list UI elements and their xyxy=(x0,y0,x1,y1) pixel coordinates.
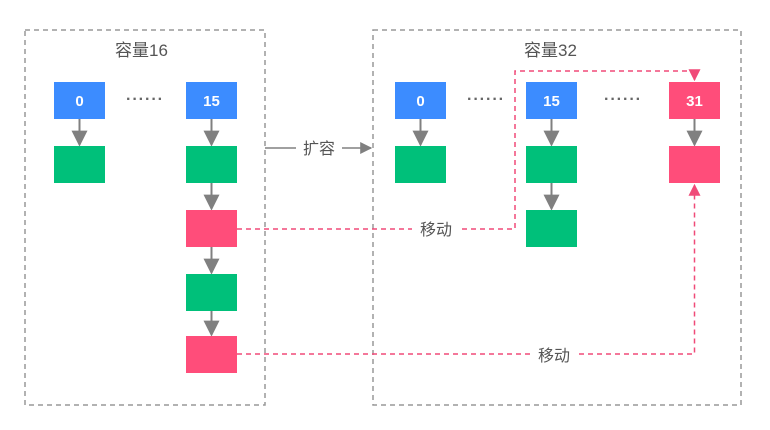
right-bucket-15-label: 15 xyxy=(543,93,560,110)
right-bucket-31 xyxy=(669,82,720,119)
right-group-box xyxy=(372,29,742,406)
move-label-2-bg xyxy=(530,344,578,366)
right-ellipsis-1: ······ xyxy=(467,91,505,108)
right-bucket-0 xyxy=(395,82,446,119)
move-path-1 xyxy=(237,69,701,230)
right-bucket-31-label: 31 xyxy=(686,93,703,110)
left-bucket-15-node-1 xyxy=(186,146,237,183)
left-bucket-0-label: 0 xyxy=(75,93,83,110)
left-bucket-15-node-4-moved xyxy=(186,336,237,373)
left-bucket-15 xyxy=(186,82,237,119)
right-bucket-0-node xyxy=(395,146,446,183)
resize-label: 扩容 xyxy=(303,140,335,158)
left-group-title: 容量16 xyxy=(115,41,168,60)
right-bucket-15-node-1 xyxy=(526,146,577,183)
move-label-1-bg xyxy=(412,218,460,240)
left-bucket-0 xyxy=(54,82,105,119)
move-path-2 xyxy=(237,183,701,355)
left-bucket-15-node-3 xyxy=(186,274,237,311)
left-bucket-15-node-2-moved xyxy=(186,210,237,247)
right-ellipsis-2: ······ xyxy=(604,91,642,108)
move-label-1: 移动 xyxy=(420,221,452,239)
left-bucket-0-node xyxy=(54,146,105,183)
right-bucket-15-node-2 xyxy=(526,210,577,247)
right-bucket-0-label: 0 xyxy=(416,93,424,110)
left-group-box xyxy=(24,29,266,406)
right-bucket-15 xyxy=(526,82,577,119)
left-ellipsis: ······ xyxy=(126,91,164,108)
right-bucket-31-node-moved xyxy=(669,146,720,183)
move-label-2: 移动 xyxy=(538,347,570,365)
right-group-title: 容量32 xyxy=(524,41,577,60)
left-bucket-15-label: 15 xyxy=(203,93,220,110)
